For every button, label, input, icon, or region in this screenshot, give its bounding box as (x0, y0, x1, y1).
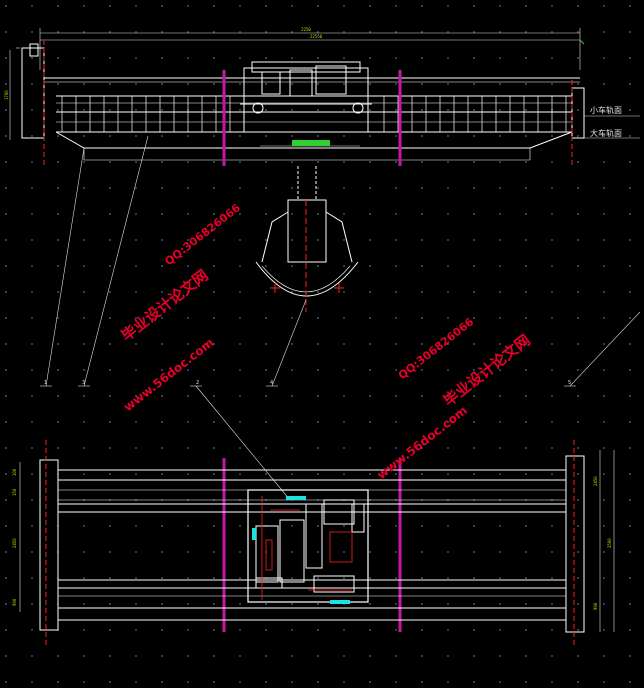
plan-dim-left-2: 150 (12, 488, 17, 496)
plan-view (19, 440, 615, 648)
magenta-columns (222, 70, 402, 632)
leader-number-4: 4 (270, 380, 273, 386)
leader-lines (40, 135, 641, 501)
trolley-rail-label: 小车轨面 (590, 105, 622, 115)
leader-number-1: 1 (44, 380, 47, 386)
leader-number-5: 5 (568, 380, 571, 386)
crane-rail-label: 大车轨面 (590, 128, 622, 138)
left-height-dimension: 1700 (4, 90, 9, 100)
plan-dim-right-1: 2450 (593, 476, 598, 486)
top-sub-dimension: 22550 (310, 34, 323, 39)
leader-number-3: 3 (82, 380, 85, 386)
plan-red-details (261, 496, 353, 600)
plan-dim-left-1: 100 (12, 468, 17, 476)
plan-cyan-details (252, 496, 350, 604)
top-dimension: 2250 (301, 27, 311, 32)
plan-dim-right-2: 2500 (607, 538, 612, 548)
plan-dim-left-3: 2450 (12, 538, 17, 548)
grab-bucket (255, 166, 359, 312)
plan-dim-left-4: 990 (12, 598, 17, 606)
elevation-view (9, 28, 640, 165)
plan-dim-right-3: 990 (593, 602, 598, 610)
leader-number-2: 2 (196, 380, 199, 386)
